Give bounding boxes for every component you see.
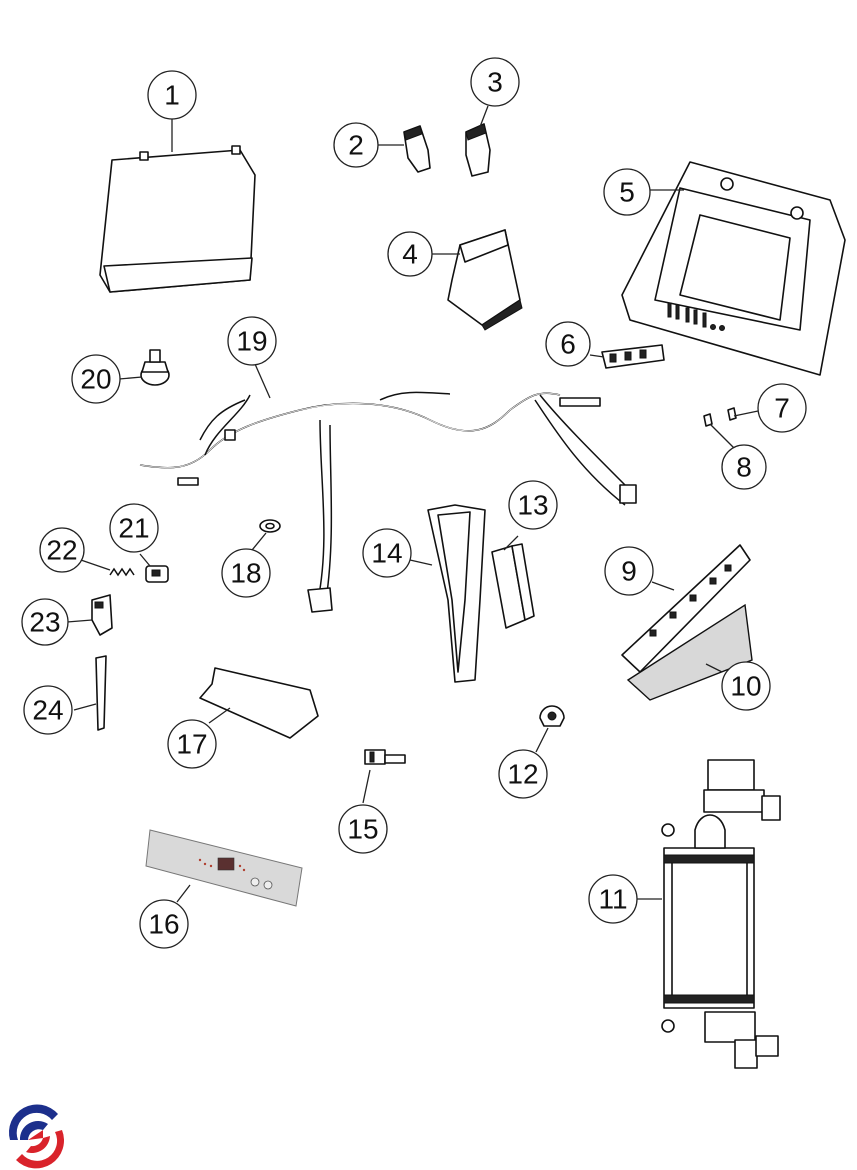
part-control-panel-decal [145,829,303,907]
callout-14: 14 [362,528,412,578]
part-detergent-drawer [447,229,523,331]
svg-text:9: 9 [621,556,637,587]
svg-text:21: 21 [118,513,149,544]
part-lid [99,145,256,293]
svg-text:10: 10 [730,671,761,702]
svg-text:4: 4 [402,239,418,270]
part-water-inlet-valve [661,759,781,1069]
part-lid-switch [145,565,169,583]
callout-15: 15 [338,804,388,854]
callout-11: 11 [588,874,638,924]
svg-text:23: 23 [29,607,60,638]
callout-2: 2 [333,122,379,168]
callout-1: 1 [147,70,197,120]
part-top-cover [621,161,846,376]
part-pressure-switch [140,349,170,386]
part-connector [364,749,406,765]
callout-17: 17 [167,719,217,769]
callout-12: 12 [498,749,548,799]
callout-6: 6 [545,321,591,367]
svg-text:11: 11 [598,884,627,915]
callout-22: 22 [39,527,85,573]
part-washer-ring [259,519,281,533]
svg-text:7: 7 [774,393,790,424]
callout-19: 19 [227,316,277,366]
callout-3: 3 [470,57,520,107]
callout-23: 23 [21,598,69,646]
callout-5: 5 [603,168,651,216]
svg-text:17: 17 [176,729,207,760]
part-hinge-left [403,125,431,173]
part-spring [109,567,135,577]
leader-lines [66,105,759,903]
svg-text:8: 8 [736,452,752,483]
part-channel [491,543,535,629]
svg-text:2: 2 [348,130,364,161]
part-clips [703,407,737,427]
svg-text:14: 14 [371,538,402,569]
callout-4: 4 [387,231,433,277]
part-lever [95,655,107,731]
part-lock-bracket [91,594,113,636]
callout-21: 21 [109,503,159,553]
svg-text:13: 13 [517,490,548,521]
part-support-plate [199,667,319,739]
part-wire-harness [139,391,637,613]
brand-logo-icon [8,1104,65,1169]
svg-text:15: 15 [347,814,378,845]
callout-8: 8 [721,444,767,490]
callout-24: 24 [23,685,73,735]
callout-20: 20 [71,354,121,404]
svg-text:18: 18 [230,558,261,589]
svg-text:3: 3 [487,67,503,98]
callout-7: 7 [757,383,807,433]
callout-16: 16 [139,899,189,949]
part-hinge-right [465,123,491,177]
callout-13: 13 [508,480,558,530]
part-control-board [621,544,753,701]
callout-18: 18 [221,548,271,598]
svg-text:24: 24 [32,695,63,726]
part-bracket [601,344,665,369]
svg-text:12: 12 [507,759,538,790]
svg-text:1: 1 [164,80,180,111]
callout-10: 10 [721,661,771,711]
svg-text:16: 16 [148,909,179,940]
svg-text:22: 22 [46,535,77,566]
svg-text:20: 20 [80,364,111,395]
svg-text:6: 6 [560,329,576,360]
part-side-panel [427,504,486,683]
part-water-level-sensor [539,705,565,727]
callout-9: 9 [604,546,654,596]
svg-text:19: 19 [236,326,267,357]
svg-text:5: 5 [619,177,635,208]
